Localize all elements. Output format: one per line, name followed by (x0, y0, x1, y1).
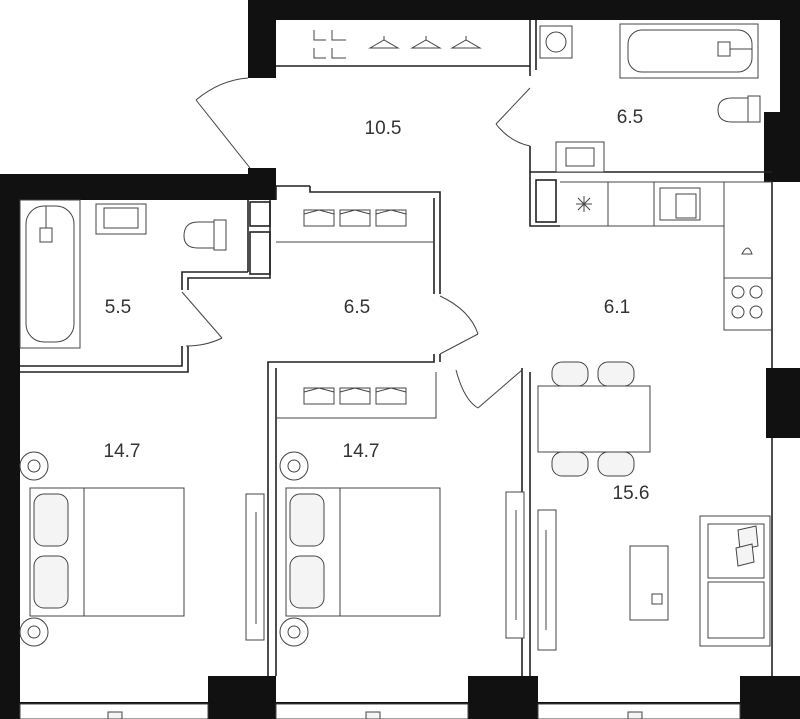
washing-machine-icon (539, 25, 573, 59)
room-area-bathroom-1: 5.5 (105, 297, 131, 318)
bed-icon (279, 451, 441, 647)
room-area-living-room: 15.6 (613, 483, 650, 504)
sink-icon (95, 203, 147, 235)
room-area-bedroom-1: 14.7 (104, 441, 141, 462)
hanger-icon (368, 36, 482, 49)
kitchen-counter (560, 181, 772, 331)
toilet-icon (717, 95, 761, 123)
wardrobe (276, 372, 437, 419)
tv-icon (537, 509, 557, 651)
toilet-icon (183, 219, 227, 251)
room-area-kitchen: 6.1 (604, 297, 630, 318)
bottom-windows (19, 703, 741, 719)
coffee-table (629, 545, 669, 621)
interior-walls (20, 20, 773, 676)
room-area-bedroom-2: 14.7 (343, 441, 380, 462)
tv-icon (505, 491, 525, 639)
doors (181, 77, 531, 409)
tv-icon (245, 493, 265, 641)
sofa-icon (699, 515, 771, 647)
bathtub-icon (619, 23, 759, 79)
room-area-hall: 10.5 (365, 118, 402, 139)
bathtub-icon (19, 199, 81, 349)
dining-table-icon (537, 361, 651, 477)
bed-icon (19, 451, 185, 647)
shoes-icon (313, 30, 346, 59)
sink-icon (555, 141, 605, 173)
room-area-bathroom-2: 6.5 (617, 107, 643, 128)
room-area-corridor: 6.5 (344, 297, 370, 318)
hob-icon (731, 247, 763, 319)
wardrobe (276, 209, 434, 243)
